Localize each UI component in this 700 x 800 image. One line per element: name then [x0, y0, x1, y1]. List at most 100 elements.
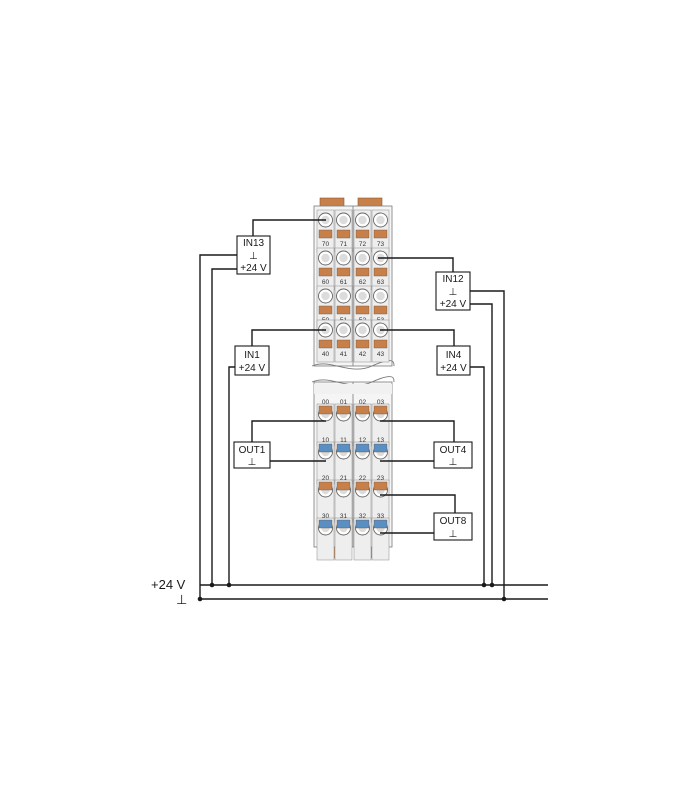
terminal-lever [336, 267, 351, 277]
terminal-lever [318, 519, 333, 529]
terminal-lever [355, 481, 370, 491]
terminal-lever [373, 481, 388, 491]
terminal-lever [373, 519, 388, 529]
clamp-inner [358, 291, 367, 301]
terminal-label: 23 [377, 475, 385, 482]
terminal-label: 11 [340, 437, 347, 444]
module-in1: IN1 +24 V [234, 345, 270, 376]
module-out4-symbol: ⊥ [449, 457, 458, 468]
terminal-label: 72 [359, 241, 367, 248]
terminal-label: 62 [359, 279, 367, 286]
module-out8: OUT8 ⊥ [433, 512, 473, 541]
terminal-label: 22 [359, 475, 367, 482]
clamp-inner [339, 291, 348, 301]
wire-in13-ground [199, 254, 237, 599]
module-in4-supply: +24 V [440, 363, 467, 374]
module-out1-name: OUT1 [239, 445, 266, 456]
module-in12-supply: +24 V [440, 299, 467, 310]
terminal-label: 63 [377, 279, 385, 286]
terminal-lever [318, 443, 333, 453]
wire-in1-signal [251, 329, 326, 346]
terminal-lever [318, 405, 333, 415]
wire-in13-supply [211, 268, 237, 585]
module-in1-name: IN1 [244, 350, 260, 361]
terminal-lever [318, 481, 333, 491]
module-in1-supply: +24 V [239, 363, 266, 374]
clamp-inner [358, 325, 367, 335]
module-in4: IN4 +24 V [436, 345, 471, 376]
junction-dot [226, 582, 232, 588]
clamp-inner [321, 253, 330, 263]
terminal-label: 60 [322, 279, 330, 286]
junction-dot [489, 582, 495, 588]
terminal-label: 31 [340, 513, 348, 520]
wire-in12-supply [470, 303, 493, 585]
terminal-label: 33 [377, 513, 385, 520]
terminal-lever [355, 339, 370, 349]
module-in13-symbol: ⊥ [249, 251, 258, 262]
module-out4-name: OUT4 [440, 445, 467, 456]
break-line [311, 360, 395, 370]
terminal-label: 73 [377, 241, 385, 248]
terminal-lever [355, 405, 370, 415]
junction-dot [481, 582, 487, 588]
terminal-lever [336, 229, 351, 239]
clamp-inner [339, 253, 348, 263]
terminal-label: 13 [377, 437, 385, 444]
terminal-lever [355, 519, 370, 529]
terminal-label: 41 [340, 351, 348, 358]
terminal-lever [373, 405, 388, 415]
module-in12-name: IN12 [442, 274, 464, 285]
terminal-lever [373, 267, 388, 277]
junction-dot [209, 582, 215, 588]
terminal-lever [318, 305, 333, 315]
terminal-lever [318, 339, 333, 349]
terminal-label: 32 [359, 513, 367, 520]
terminal-label: 03 [377, 399, 385, 406]
module-out8-name: OUT8 [440, 516, 467, 527]
terminal-lever [336, 339, 351, 349]
junction-dot [197, 596, 203, 602]
module-out4: OUT4 ⊥ [433, 441, 473, 469]
module-in13-supply: +24 V [240, 263, 267, 274]
terminal-lever [336, 405, 351, 415]
terminal-label: 01 [340, 399, 348, 406]
rail-ground-symbol: ⊥ [176, 592, 187, 607]
terminal-block: 7071727360616263505152534041424300010203… [311, 197, 395, 561]
module-in12: IN12 ⊥ +24 V [435, 271, 471, 311]
terminal-label: 30 [322, 513, 330, 520]
terminal-label: 21 [340, 475, 348, 482]
terminal-lever [355, 229, 370, 239]
terminal-label: 42 [359, 351, 367, 358]
wire-out4-signal [380, 420, 455, 442]
terminal-lever [373, 229, 388, 239]
terminal-lever [373, 305, 388, 315]
module-out1-symbol: ⊥ [248, 457, 257, 468]
terminal-label: 20 [322, 475, 330, 482]
clamp-inner [358, 253, 367, 263]
wire-out8-signal [380, 494, 456, 513]
terminal-label: 12 [359, 437, 367, 444]
terminal-label: 43 [377, 351, 385, 358]
terminal-label: 10 [322, 437, 330, 444]
terminal-lever [318, 229, 333, 239]
terminal-lever [355, 443, 370, 453]
module-out8-symbol: ⊥ [449, 529, 458, 540]
module-in13: IN13 ⊥ +24 V [236, 235, 271, 275]
module-in13-name: IN13 [243, 238, 265, 249]
wiring [197, 219, 548, 602]
terminal-lever [336, 481, 351, 491]
module-out1: OUT1 ⊥ [233, 441, 271, 469]
terminal-lever [336, 305, 351, 315]
top-cap [314, 384, 392, 394]
terminal-lever [373, 339, 388, 349]
junction-dot [501, 596, 507, 602]
terminal-label: 70 [322, 241, 330, 248]
break-line [311, 376, 395, 386]
terminal-label: 40 [322, 351, 330, 358]
wire-in4-signal [380, 329, 455, 346]
clamp-inner [321, 291, 330, 301]
terminal-lever [355, 305, 370, 315]
clamp-inner [358, 215, 367, 225]
clamp-inner [376, 291, 385, 301]
